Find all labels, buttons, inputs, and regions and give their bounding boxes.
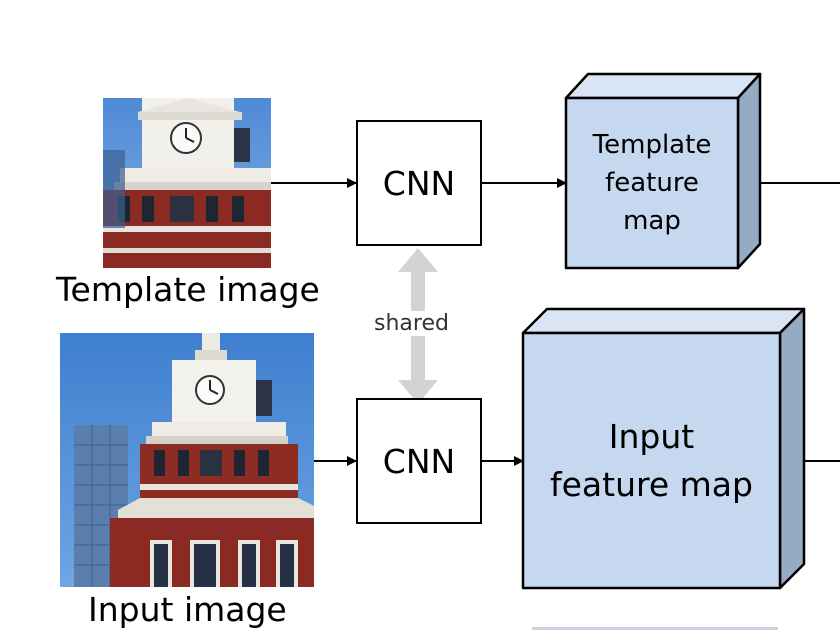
shared-label: shared xyxy=(372,311,451,336)
template-feature-map-line-1: Template xyxy=(592,130,712,160)
input-feature-map xyxy=(521,307,806,590)
cnn-bottom-box: CNN xyxy=(356,398,482,524)
cnn-top-box: CNN xyxy=(356,120,482,246)
input-image-caption: Input image xyxy=(88,590,287,629)
cnn-top-label: CNN xyxy=(382,163,456,203)
bottom-edge-artifact xyxy=(532,627,778,630)
input-feature-map-line-2: feature map xyxy=(550,464,753,504)
template-image xyxy=(103,98,271,268)
input-image xyxy=(60,333,314,587)
template-feature-map xyxy=(564,72,762,270)
input-feature-map-line-1: Input xyxy=(608,416,695,456)
cnn-bottom-label: CNN xyxy=(382,441,456,481)
template-feature-map-label: Template feature map xyxy=(566,98,738,268)
input-feature-map-label: Input feature map xyxy=(523,333,780,588)
template-image-caption: Template image xyxy=(56,270,320,309)
template-feature-map-line-3: map xyxy=(623,206,681,236)
template-feature-map-line-2: feature xyxy=(605,168,699,198)
